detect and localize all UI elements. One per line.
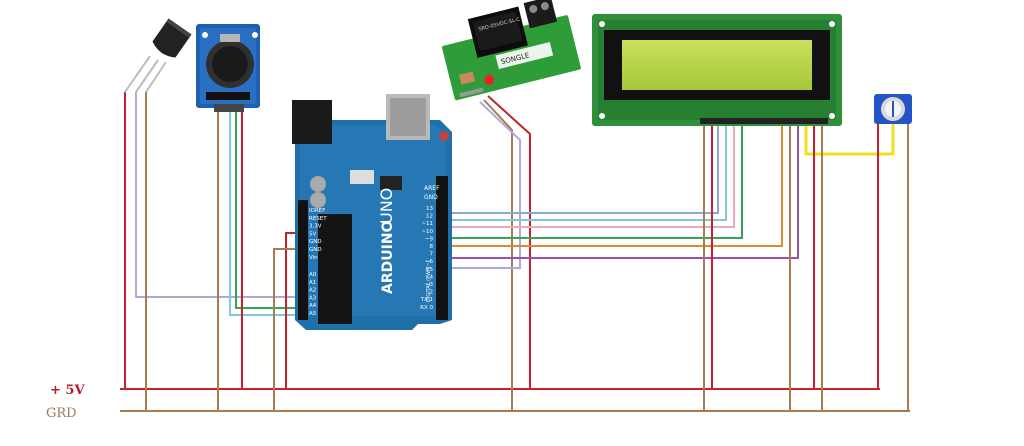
- arduino-model-text: UNO: [377, 188, 396, 224]
- ground-rail-label: GRD: [46, 406, 77, 421]
- wire-relay-gnd: [483, 99, 513, 411]
- pin-label: A1: [309, 280, 316, 286]
- aref-label: AREF: [424, 185, 440, 192]
- pin-label: GND: [309, 247, 322, 253]
- wire-temp-signal: [135, 92, 306, 298]
- wire-lcd-d6: [452, 124, 727, 221]
- pin-label: 13: [426, 206, 433, 212]
- potentiometer-icon: [874, 94, 912, 124]
- lcd-1602-icon: [592, 14, 842, 126]
- pin-label: 4: [430, 274, 434, 280]
- pin-label: Vin: [309, 255, 318, 261]
- pin-label: ~10: [421, 229, 433, 235]
- wire-rtc-sda: [229, 112, 306, 316]
- pin-label: ~3: [425, 282, 434, 288]
- digital-pin-labels: 13 12~11 ~10~9 8 7~6 ~54 ~3 2TX 1 RX 0: [420, 206, 434, 311]
- arduino-uno-icon: ARDUINO UNO DIGITAL (PWM~) AREF GND 13 12…: [292, 94, 452, 330]
- wire-lcd-vo: [804, 124, 895, 156]
- wire-relay-signal: [452, 101, 521, 269]
- pin-label: A5: [309, 311, 317, 317]
- pin-label: ~6: [425, 259, 434, 265]
- pin-label: A0: [309, 272, 317, 278]
- pin-label: TX 1: [420, 297, 433, 303]
- wires: [120, 92, 910, 412]
- pin-label: A4: [309, 303, 317, 309]
- temperature-sensor-icon: [124, 18, 192, 93]
- pin-label: ~5: [425, 267, 434, 273]
- pin-label: 7: [430, 252, 434, 258]
- wire-lcd-d5: [452, 124, 735, 228]
- pin-label: GND: [309, 239, 322, 245]
- wire-lcd-d4: [452, 124, 743, 239]
- arduino-logo-text: ARDUINO: [380, 220, 396, 294]
- pin-label: IOREF: [309, 208, 325, 214]
- relay-module-icon: SRD-05VDC-SL-C SONGLE: [442, 0, 581, 101]
- pin-label: ~9: [425, 236, 434, 242]
- pin-label: RESET: [309, 216, 327, 222]
- wire-relay-vcc: [487, 95, 531, 389]
- pin-label: A2: [309, 288, 316, 294]
- pin-label: 3.3V: [309, 224, 322, 230]
- pin-label: RX 0: [420, 305, 433, 311]
- wire-lcd-en: [452, 124, 783, 247]
- digital-header-label: DIGITAL (PWM~): [426, 260, 432, 302]
- gnd-label: GND: [424, 194, 438, 201]
- wire-rtc-scl: [235, 112, 306, 309]
- pin-label: A3: [309, 295, 317, 301]
- pin-label: ~11: [421, 221, 433, 227]
- pin-label: 2: [430, 290, 434, 296]
- pin-label: 5V: [309, 231, 316, 237]
- pin-label: 12: [426, 214, 433, 220]
- pin-label: 8: [430, 244, 434, 250]
- wire-lcd-d7: [452, 124, 719, 214]
- wire-lcd-rs: [452, 124, 799, 259]
- vcc-rail-label: + 5V: [50, 383, 85, 398]
- rtc-module-icon: [196, 24, 260, 112]
- lcd-pin-header: [700, 118, 828, 124]
